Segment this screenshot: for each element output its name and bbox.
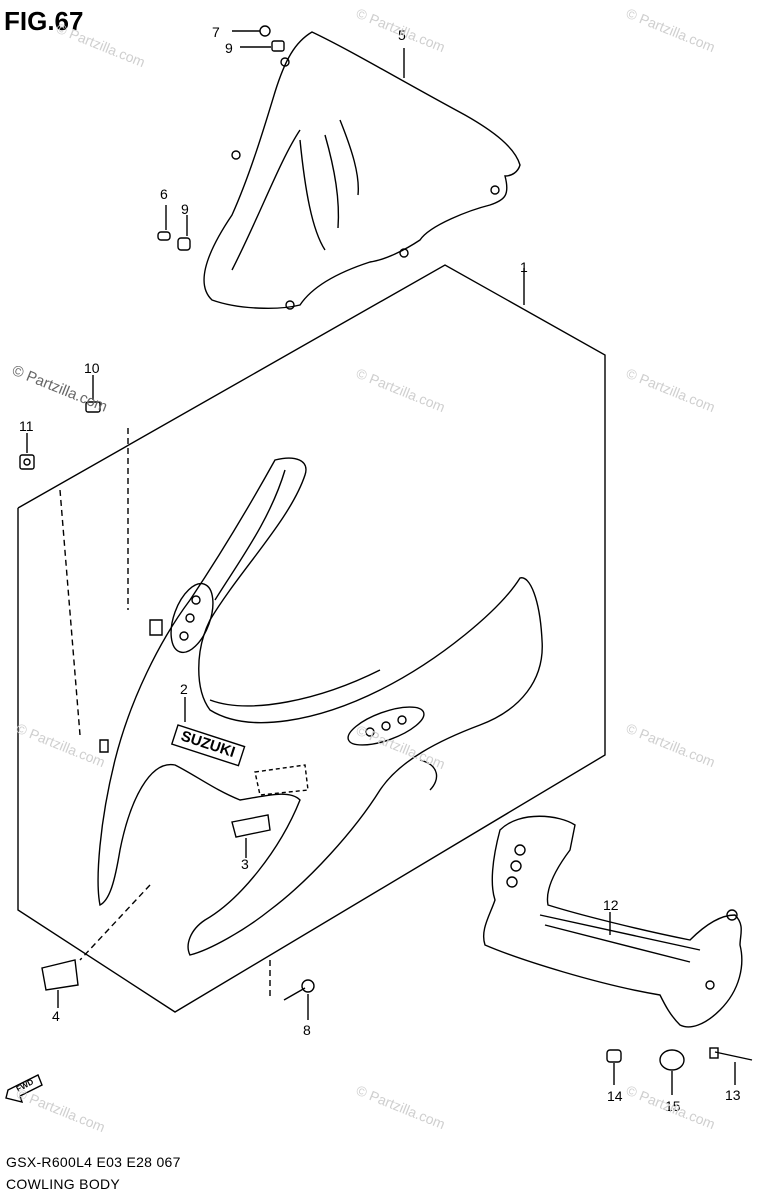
figure-title: FIG.67 <box>4 6 84 36</box>
screw-7 <box>232 25 271 37</box>
windscreen <box>203 31 521 310</box>
grommet-15 <box>659 1049 685 1095</box>
bracket-12 <box>483 815 743 1028</box>
part-number-8: 8 <box>303 1022 311 1038</box>
part-number-10: 10 <box>84 360 100 376</box>
part-number-12: 12 <box>603 897 619 913</box>
fwd-arrow <box>5 1074 43 1103</box>
screw-8 <box>269 960 315 1020</box>
part-number-15: 15 <box>665 1098 681 1114</box>
model-code: GSX-R600L4 E03 E28 067 <box>6 1154 181 1170</box>
part-number-6: 6 <box>160 186 168 202</box>
emblem-2 <box>170 697 246 767</box>
leader-lines <box>59 48 525 961</box>
part-number-4: 4 <box>52 1008 60 1024</box>
part-number-14: 14 <box>607 1088 623 1104</box>
sticker-4 <box>41 959 79 1008</box>
nut-9-side <box>177 215 191 251</box>
part-number-9-top: 9 <box>225 40 233 56</box>
part-number-13: 13 <box>725 1087 741 1103</box>
part-number-3: 3 <box>241 856 249 872</box>
part-number-11: 11 <box>19 418 34 434</box>
nut-14 <box>606 1049 622 1085</box>
assembly-box <box>17 264 606 1013</box>
part-number-7: 7 <box>212 24 220 40</box>
sticker-3 <box>231 764 309 858</box>
bolt-13 <box>709 1047 753 1085</box>
upper-cowling <box>97 457 543 956</box>
part-number-9-side: 9 <box>181 201 189 217</box>
part-number-2: 2 <box>180 681 188 697</box>
part-number-1: 1 <box>520 259 528 275</box>
part-number-5: 5 <box>398 27 406 43</box>
clip-10 <box>85 375 101 413</box>
nut-11 <box>19 433 35 470</box>
screw-6 <box>157 205 171 241</box>
nut-9-top <box>240 40 285 52</box>
figure-caption: COWLING BODY <box>6 1176 121 1192</box>
